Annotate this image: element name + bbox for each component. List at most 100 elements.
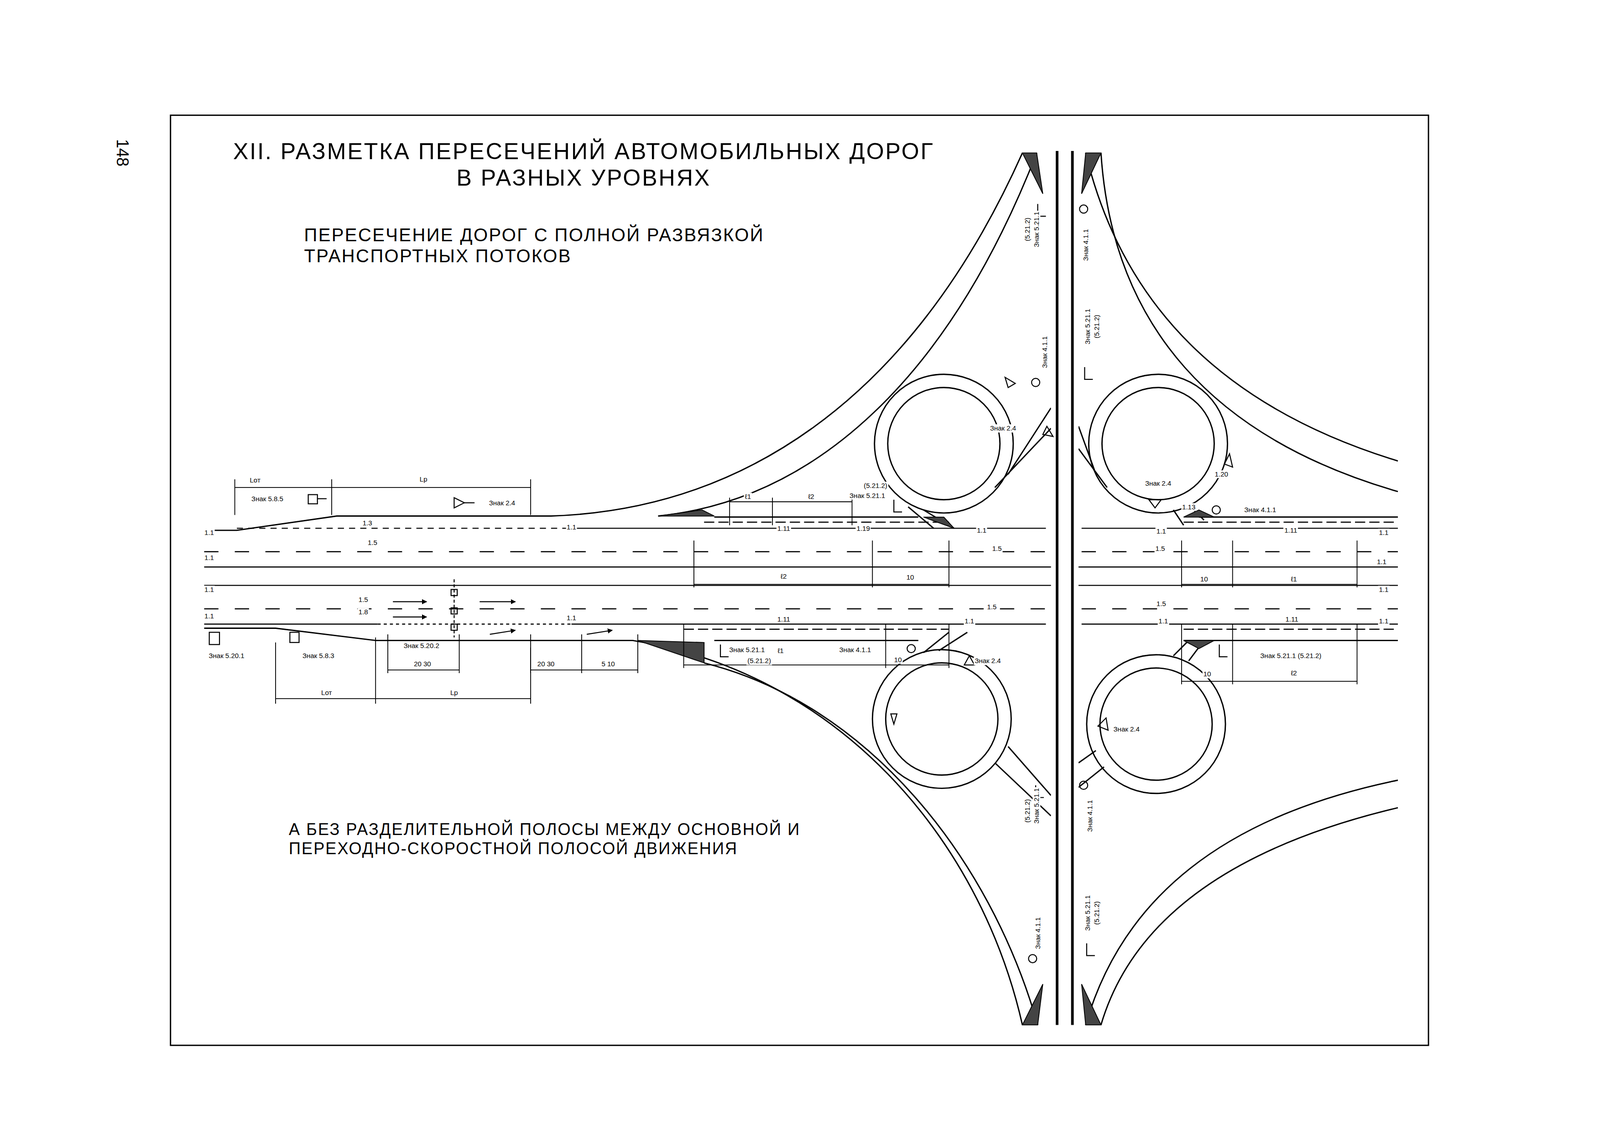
marking-label: ℓ1	[776, 646, 785, 655]
marking-label: ℓ1	[744, 493, 752, 501]
road-sign	[964, 656, 975, 666]
pavement-edge	[1085, 152, 1398, 461]
road-sign	[209, 203, 1233, 964]
road-marking	[377, 623, 572, 625]
sign-label: Знак 5.21.1	[848, 491, 886, 500]
marking-label: 1.1	[1377, 528, 1390, 537]
road-marking	[236, 527, 572, 529]
road-marking	[204, 551, 1398, 553]
marking-label: 1.11	[776, 524, 792, 533]
sign-label: Знак 5.8.5	[250, 495, 285, 503]
marking-label: 1.5	[366, 538, 379, 547]
gore-area	[923, 517, 954, 529]
lane-arrow	[489, 630, 516, 635]
loop-ramp	[872, 649, 1012, 789]
marking-label: 1.1	[203, 585, 215, 594]
sign-label: Знак 5.21.1	[1032, 210, 1041, 249]
marking-label: 20 30	[536, 660, 556, 668]
overpass-road	[1051, 151, 1079, 1029]
road-sign	[1031, 378, 1040, 387]
marking-label: 1.5	[991, 545, 1003, 553]
pavement-edge	[714, 516, 919, 518]
marking-label: 1.1	[1375, 558, 1388, 567]
marking-label: 1.1	[1377, 585, 1390, 594]
road-marking	[204, 623, 1398, 625]
loop-ramp	[1088, 374, 1228, 514]
drawing-frame	[170, 115, 1429, 1046]
marking-label: 1.1	[1377, 617, 1390, 626]
gore-area	[1183, 510, 1215, 518]
sign-label: Знак 5.21.1	[1084, 894, 1092, 933]
marking-label: 10	[905, 573, 916, 582]
dimension-line	[234, 479, 532, 516]
sign-label: Знак 5.21.1 (5.21.2)	[1259, 652, 1323, 661]
road-sign	[464, 502, 475, 504]
road-sign	[1079, 204, 1088, 214]
sign-label: Знак 5.20.2	[402, 641, 441, 650]
marking-label: 10	[893, 656, 903, 664]
road-sign	[451, 624, 458, 631]
dimension-line	[1181, 540, 1358, 588]
dimension-line	[683, 624, 949, 669]
marking-label: (5.21.2)	[1093, 313, 1101, 340]
marking-label: 1.1	[565, 614, 578, 623]
pavement-edge	[658, 152, 1038, 516]
marking-label: 1.11	[776, 615, 792, 624]
dimension-line	[387, 634, 638, 674]
road-sign	[1212, 505, 1221, 515]
lane-arrow	[392, 601, 427, 603]
marking-label: Lр	[449, 688, 459, 697]
marking-label: 1.19	[855, 524, 871, 533]
sign-label: Знак 2.4	[488, 499, 516, 507]
gore-area	[1081, 984, 1101, 1026]
marking-label: 1.1	[565, 523, 578, 532]
drawing-title: XII. РАЗМЕТКА ПЕРЕСЕЧЕНИЙ АВТОМОБИЛЬНЫХ …	[226, 138, 942, 192]
loop-ramp	[923, 632, 1052, 817]
marking-label: 1.5	[1154, 545, 1167, 553]
marking-label: ℓ2	[1289, 669, 1298, 678]
marking-label: (5.21.2)	[1023, 216, 1032, 243]
drawing-frame	[170, 115, 1429, 1046]
sign-label: Знак 4.1.1	[838, 646, 872, 654]
road-sign	[1042, 426, 1053, 437]
road-marking	[683, 629, 1398, 631]
lane-arrow	[392, 601, 613, 635]
sign-label: Знак 5.21.1	[728, 646, 766, 654]
loop-ramp	[908, 407, 1052, 529]
road-sign	[1097, 718, 1108, 731]
marking-label: ℓ1	[1289, 575, 1298, 584]
marking-label: 20 30	[412, 660, 433, 668]
marking-label: (5.21.2)	[746, 657, 772, 666]
marking-label: 1.1	[1157, 617, 1169, 626]
pavement-edge	[1198, 516, 1398, 518]
marking-label: 1.3	[361, 519, 374, 528]
pavement-edge	[1100, 152, 1398, 492]
marking-label: 10	[1202, 670, 1213, 679]
loop-ramp	[1078, 640, 1204, 788]
road-sign	[720, 203, 1228, 956]
sign-label: Знак 2.4	[1144, 479, 1173, 488]
gore-area	[1022, 152, 1043, 194]
road-sign	[1224, 453, 1233, 468]
pavement-edge	[1085, 780, 1398, 1026]
road-marking	[204, 566, 1398, 568]
lane-arrow	[392, 616, 427, 618]
marking-label: 1.11	[1284, 615, 1299, 624]
marking-label: 10	[1199, 575, 1210, 584]
marking-label: (5.21.2)	[1093, 900, 1101, 927]
marking-label: Lр	[418, 475, 429, 484]
page-number: 148	[113, 138, 132, 168]
road-sign	[317, 498, 327, 500]
overpass-road	[1051, 151, 1079, 1029]
marking-label: 1.5	[1155, 599, 1168, 608]
sign-label: Знак 5.21.1	[1084, 307, 1092, 346]
loop-ramp	[1078, 426, 1204, 526]
subtitle: ПЕРЕСЕЧЕНИЕ ДОРОГ С ПОЛНОЙ РАЗВЯЗКОЙ ТРА…	[304, 224, 876, 267]
road-sign	[1148, 500, 1162, 509]
road-marking	[204, 522, 1398, 630]
marking-label: ℓ2	[779, 572, 788, 581]
sign-label: Знак 5.21.1	[1032, 787, 1041, 825]
gore-area	[1081, 152, 1101, 194]
